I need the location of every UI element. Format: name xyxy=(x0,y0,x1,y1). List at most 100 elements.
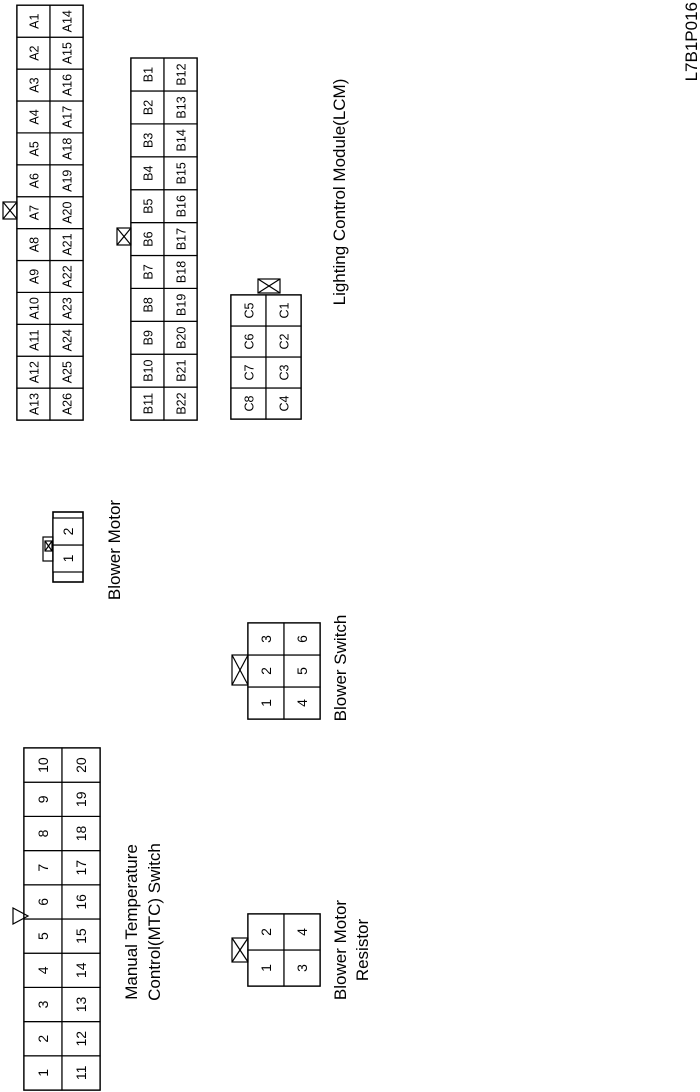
pin-cell xyxy=(61,918,101,954)
pin-label: 8 xyxy=(35,829,51,837)
pin-cell xyxy=(16,100,51,134)
mtc-caption-line-1: Manual Temperature xyxy=(122,844,141,1000)
lcm-b-key-cross xyxy=(116,227,132,246)
pin-cell xyxy=(265,387,302,420)
pin-cell xyxy=(49,100,84,134)
pin-label: 1 xyxy=(258,699,274,707)
pin-label: 7 xyxy=(35,864,51,872)
pin-cell xyxy=(230,325,267,358)
pin-label: 2 xyxy=(60,527,76,535)
pin-cell xyxy=(23,884,63,920)
pin-label: 4 xyxy=(294,699,310,707)
pin-cell xyxy=(49,228,84,262)
pin-label: A20 xyxy=(61,201,75,223)
pin-cell xyxy=(49,68,84,102)
blower-switch-key-cross xyxy=(231,654,249,686)
pin-label: C8 xyxy=(243,395,257,411)
pin-label: A9 xyxy=(28,269,42,284)
pin-cell xyxy=(49,323,84,357)
pin-label: A26 xyxy=(61,393,75,415)
pin-label: 15 xyxy=(73,928,89,944)
pin-label: B11 xyxy=(142,393,156,414)
pin-label: A7 xyxy=(28,205,42,220)
blower-motor-resistor-caption-line-1: Blower Motor xyxy=(331,900,350,1000)
pin-label: B19 xyxy=(175,294,189,316)
pin-label: B22 xyxy=(175,392,189,414)
pin-cell xyxy=(61,781,101,818)
pin-cell xyxy=(61,747,101,783)
pin-label: 11 xyxy=(73,1065,89,1080)
pin-label: 1 xyxy=(35,1069,51,1077)
pin-label: A24 xyxy=(61,329,75,351)
pin-label: 6 xyxy=(294,635,310,643)
lcm-b-pin-grid: B11B10B9B8B7B6B5B4B3B2B1B22B21B20B19B18B… xyxy=(130,57,198,421)
pin-label: A8 xyxy=(28,237,42,252)
pin-label: A19 xyxy=(61,170,75,192)
pin-label: 4 xyxy=(35,966,51,974)
pin-label: 5 xyxy=(35,932,51,940)
blower-motor-resistor-caption-line-2: Resistor xyxy=(353,918,372,981)
figure-code: L7B1P016 xyxy=(682,2,700,81)
blower-motor-key-box xyxy=(44,540,53,552)
pin-label: B21 xyxy=(175,359,189,381)
pin-label: 20 xyxy=(73,757,89,773)
pin-label: A10 xyxy=(28,297,42,319)
pin-label: 14 xyxy=(73,962,89,978)
pin-label: A16 xyxy=(61,74,75,96)
lcm-caption: Lighting Control Module(LCM) xyxy=(330,79,349,306)
pin-label: 4 xyxy=(294,928,310,936)
pin-label: 2 xyxy=(258,667,274,675)
mtc-caption-line-2: Control(MTC) Switch xyxy=(145,843,164,1001)
pin-cell xyxy=(49,291,84,325)
pin-label: B17 xyxy=(175,228,189,250)
pin-label: A3 xyxy=(28,77,42,92)
pin-cell xyxy=(163,254,198,290)
pin-label: 18 xyxy=(73,826,89,842)
pin-cell xyxy=(163,320,198,355)
pin-cell xyxy=(130,222,165,257)
pin-cell xyxy=(16,36,51,70)
pin-label: A6 xyxy=(28,173,42,188)
pin-cell xyxy=(61,1020,101,1057)
pin-label: A12 xyxy=(28,361,42,383)
pin-label: B2 xyxy=(142,100,156,115)
blower-motor-resistor-key-cross xyxy=(231,937,249,963)
pin-label: C4 xyxy=(278,395,292,411)
pin-cell xyxy=(61,815,101,852)
connector-lcm-b: B11B10B9B8B7B6B5B4B3B2B1B22B21B20B19B18B… xyxy=(116,57,198,421)
blower-motor-resistor-key-box xyxy=(231,937,249,963)
blower-switch-caption: Blower Switch xyxy=(331,615,350,722)
pin-cell xyxy=(49,259,84,293)
pin-label: B6 xyxy=(142,231,156,246)
pin-label: A22 xyxy=(61,265,75,287)
pin-label: C3 xyxy=(278,364,292,380)
pin-label: A17 xyxy=(61,106,75,128)
pin-cell xyxy=(49,36,84,70)
blower-motor-caption: Blower Motor xyxy=(105,500,124,600)
pin-label: 3 xyxy=(258,635,274,643)
pin-label: B8 xyxy=(142,297,156,312)
pin-label: B12 xyxy=(175,63,189,85)
mtc-key-triangle xyxy=(12,907,30,925)
pin-label: A14 xyxy=(61,10,75,32)
pin-cell xyxy=(247,654,285,688)
blower-motor-key-tab xyxy=(42,536,54,562)
lcm-a-pin-grid: A13A12A11A10A9A8A7A6A5A4A3A2A1A26A25A24A… xyxy=(16,4,84,421)
pin-label: B13 xyxy=(175,96,189,118)
pin-label: B10 xyxy=(142,359,156,381)
pin-label: 19 xyxy=(73,791,89,807)
pin-cell xyxy=(230,294,267,327)
pin-label: 3 xyxy=(35,1000,51,1008)
lcm-b-key-box xyxy=(116,227,132,246)
pin-cell xyxy=(49,132,84,166)
pin-label: A11 xyxy=(28,330,42,351)
pin-cell xyxy=(23,815,63,852)
pin-cell xyxy=(230,387,267,420)
